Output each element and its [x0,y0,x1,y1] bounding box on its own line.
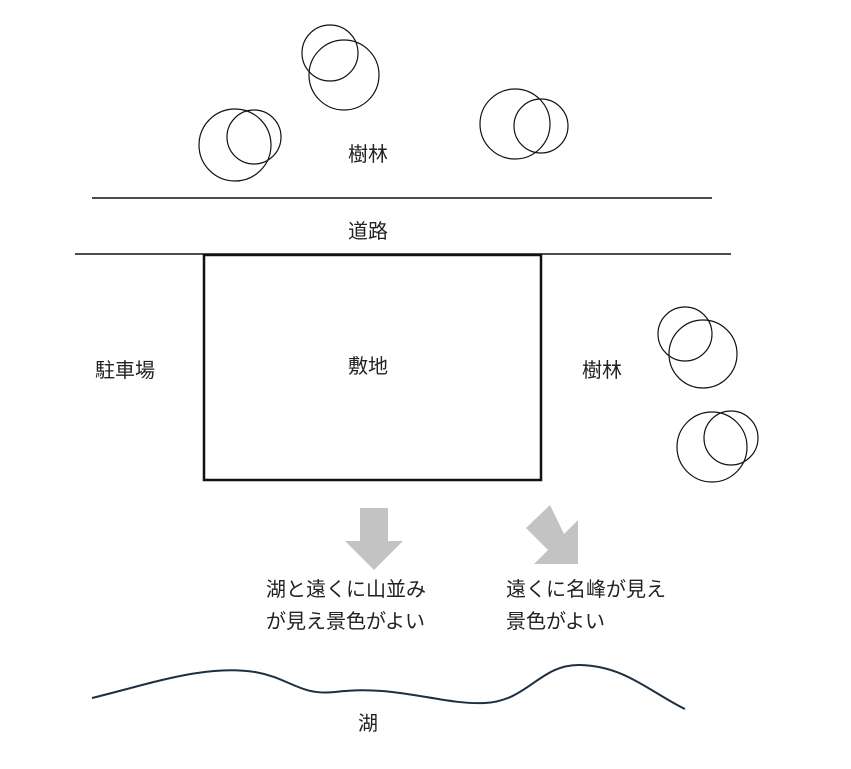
view-note-line: 湖と遠くに山並み [266,577,426,601]
view-note-lake-mountains: 湖と遠くに山並み が見え景色がよい [266,573,426,637]
view-note-line: 遠くに名峰が見え [506,577,666,601]
label-trees-right: 樹林 [582,358,622,382]
view-arrow-diagonal [526,505,578,564]
tree-cluster-top-right [479,88,569,160]
label-lake: 湖 [358,711,378,735]
site-boundary [202,253,543,482]
label-road: 道路 [348,219,388,243]
tree-cluster-right-lower [676,410,759,483]
label-parking: 駐車場 [95,358,155,382]
label-site: 敷地 [348,354,388,378]
lake-shoreline [91,663,686,710]
label-trees-top: 樹林 [348,142,388,166]
tree-cluster-right-upper [657,306,738,389]
view-note-famous-peak: 遠くに名峰が見え 景色がよい [506,573,666,637]
view-note-line: 景色がよい [506,609,605,633]
tree-cluster-top-center [301,24,380,111]
tree-cluster-top-left [198,108,282,182]
view-note-line: が見え景色がよい [266,609,425,633]
view-arrow-down [345,508,403,570]
